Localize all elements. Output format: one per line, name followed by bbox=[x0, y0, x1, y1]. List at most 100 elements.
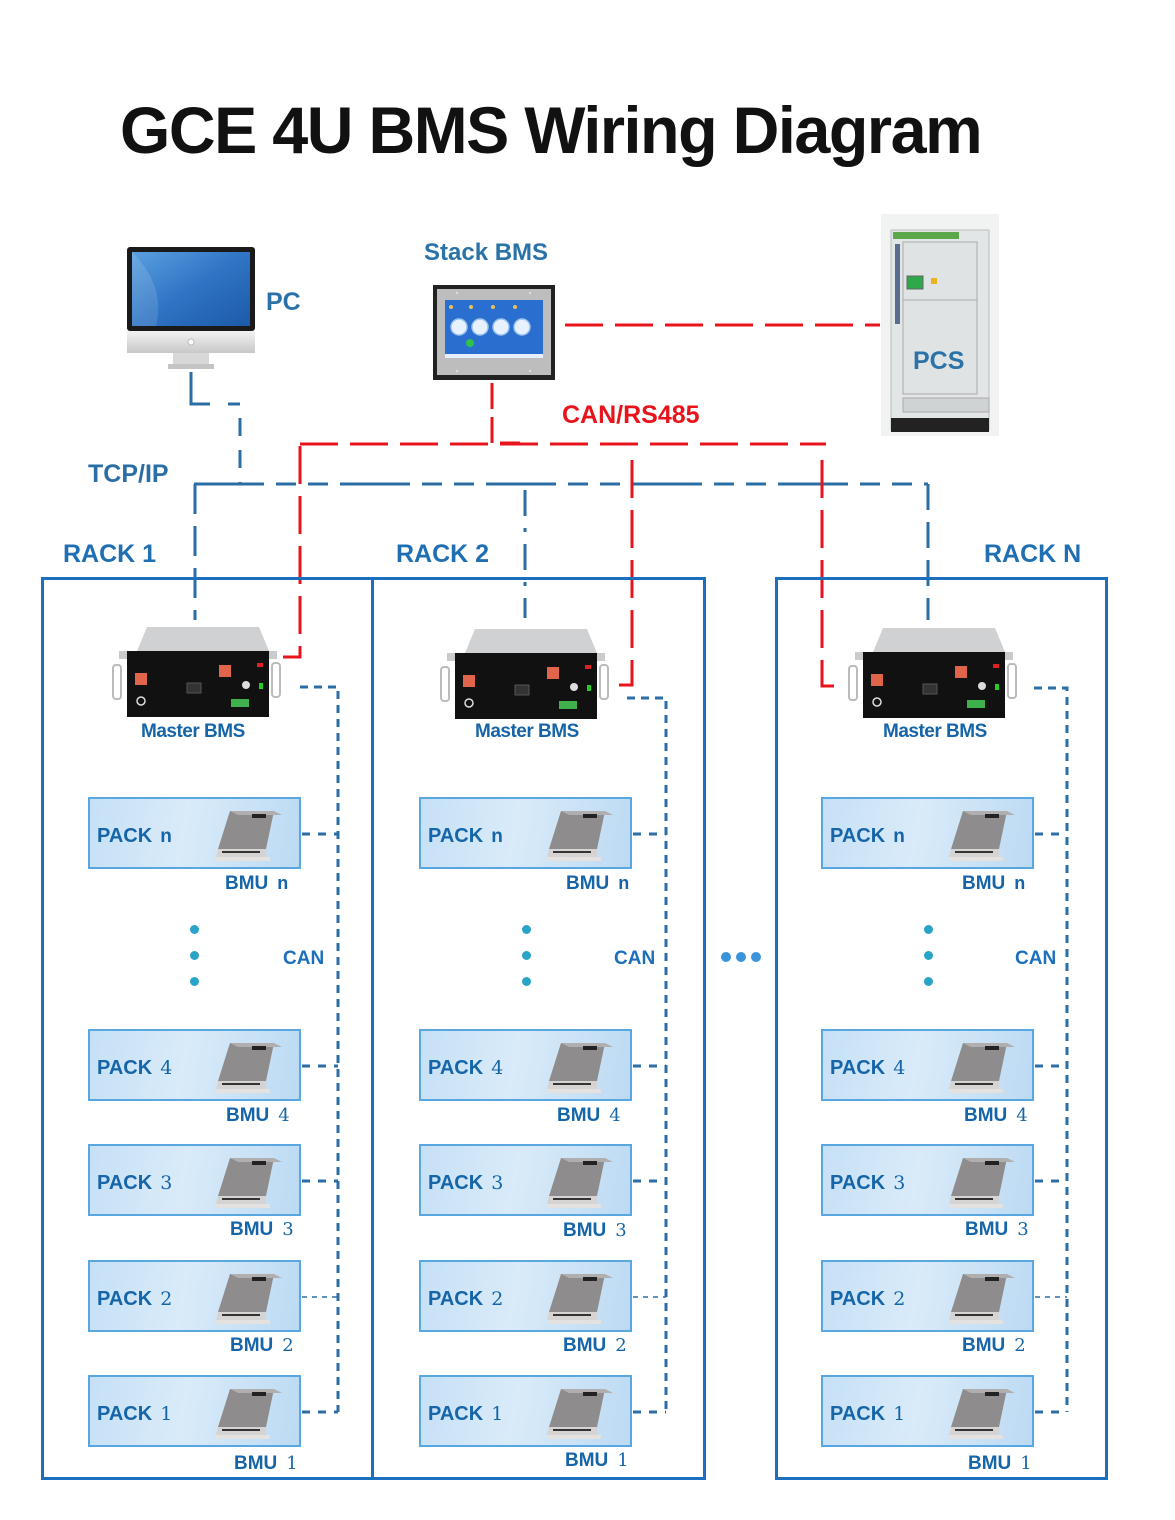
pcs-device bbox=[881, 214, 999, 436]
pack-label-text: PACK bbox=[830, 1057, 886, 1079]
master-bms-unit-icon bbox=[437, 629, 612, 728]
tcp-pc-drop bbox=[189, 372, 210, 406]
pack-box: PACK n bbox=[419, 797, 632, 869]
can-rackn-drop bbox=[820, 460, 843, 688]
pack-index: 1 bbox=[893, 1403, 906, 1425]
pack-box: PACK 1 bbox=[88, 1375, 301, 1447]
rack-n-master-bms-label: Master BMS bbox=[883, 721, 987, 742]
rack-n-can-label: CAN bbox=[1015, 948, 1057, 969]
pack-index: n bbox=[491, 826, 503, 847]
bmu-index: 1 bbox=[1020, 1453, 1032, 1474]
bmu-label-text: BMU bbox=[563, 1335, 607, 1356]
bmu-label-text: BMU bbox=[563, 1220, 607, 1241]
bmu-module-icon bbox=[543, 809, 621, 864]
rack-n-box bbox=[775, 577, 1108, 1480]
bmu-index: 1 bbox=[617, 1450, 629, 1471]
rack1-can-bus bbox=[300, 685, 340, 1412]
rack-1-label: RACK 1 bbox=[63, 540, 157, 568]
bmu-label: BMU 3 bbox=[563, 1220, 627, 1242]
more-racks-ellipsis bbox=[721, 952, 761, 964]
ellipsis-dot bbox=[721, 952, 731, 962]
rack-2-label: RACK 2 bbox=[396, 540, 490, 568]
bmu-label-text: BMU bbox=[964, 1105, 1008, 1126]
bmu-label: BMU 4 bbox=[557, 1105, 621, 1127]
pack-label: PACK 3 bbox=[97, 1172, 172, 1195]
bmu-label: BMU 2 bbox=[230, 1335, 294, 1357]
pack-label-text: PACK bbox=[428, 1057, 484, 1079]
power-cabinet-icon bbox=[890, 229, 990, 432]
pack-index: 3 bbox=[160, 1172, 173, 1194]
bmu-label-text: BMU bbox=[968, 1453, 1012, 1474]
pack-label-text: PACK bbox=[97, 1057, 153, 1079]
bmu-index: 2 bbox=[282, 1335, 294, 1356]
can-rack1-drop bbox=[283, 446, 302, 659]
bmu-module-icon bbox=[543, 1041, 621, 1096]
bmu-label-text: BMU bbox=[225, 873, 269, 894]
tcp-ip-network bbox=[189, 372, 930, 620]
can-rs485-label: CAN/RS485 bbox=[562, 401, 700, 429]
pack-label-text: PACK bbox=[428, 1403, 484, 1425]
bmu-index: n bbox=[1014, 873, 1026, 893]
bmu-module-icon bbox=[212, 1387, 290, 1442]
bmu-label-text: BMU bbox=[557, 1105, 601, 1126]
pack-index: 1 bbox=[491, 1403, 504, 1425]
bmu-label-text: BMU bbox=[230, 1335, 274, 1356]
pack-label: PACK 4 bbox=[97, 1057, 172, 1080]
pack-index: 4 bbox=[160, 1057, 173, 1079]
bmu-index: 4 bbox=[609, 1105, 621, 1126]
pack-label-text: PACK bbox=[97, 1403, 153, 1425]
pack-box: PACK 1 bbox=[419, 1375, 632, 1447]
touchscreen-panel-icon bbox=[433, 285, 555, 380]
bmu-index: 1 bbox=[286, 1453, 298, 1474]
pack-index: 3 bbox=[893, 1172, 906, 1194]
bmu-index: 3 bbox=[615, 1220, 627, 1241]
rack-1-master-bms-label: Master BMS bbox=[141, 721, 245, 742]
bmu-label-text: BMU bbox=[962, 1335, 1006, 1356]
pack-label: PACK 1 bbox=[97, 1403, 172, 1426]
pack-index: 4 bbox=[893, 1057, 906, 1079]
pc-device bbox=[126, 246, 256, 371]
bmu-module-icon bbox=[212, 1272, 290, 1327]
bmu-label-text: BMU bbox=[566, 873, 610, 894]
rack-2-box bbox=[371, 577, 706, 1480]
pack-label-text: PACK bbox=[97, 1172, 153, 1194]
pack-index: 1 bbox=[160, 1403, 173, 1425]
pack-label-text: PACK bbox=[97, 825, 153, 847]
omitted-packs-dot bbox=[190, 925, 199, 934]
stack-bms-device bbox=[433, 285, 555, 380]
bmu-module-icon bbox=[945, 1041, 1023, 1096]
ellipsis-dot bbox=[751, 952, 761, 962]
pack-box: PACK 4 bbox=[821, 1029, 1034, 1101]
pack-box: PACK 3 bbox=[88, 1144, 301, 1216]
bmu-index: 4 bbox=[278, 1105, 290, 1126]
pack-label-text: PACK bbox=[428, 825, 484, 847]
bmu-label-text: BMU bbox=[962, 873, 1006, 894]
bmu-label-text: BMU bbox=[230, 1219, 274, 1240]
omitted-packs-dot bbox=[522, 925, 531, 934]
bmu-module-icon bbox=[543, 1156, 621, 1211]
bmu-module-icon bbox=[945, 1387, 1023, 1442]
pack-label: PACK 4 bbox=[830, 1057, 905, 1080]
master-bms-unit-icon bbox=[109, 627, 284, 726]
bmu-module-icon bbox=[543, 1387, 621, 1442]
bmu-label-text: BMU bbox=[965, 1219, 1009, 1240]
master-bms-unit-icon bbox=[845, 628, 1020, 727]
rack-1-can-label: CAN bbox=[283, 948, 325, 969]
